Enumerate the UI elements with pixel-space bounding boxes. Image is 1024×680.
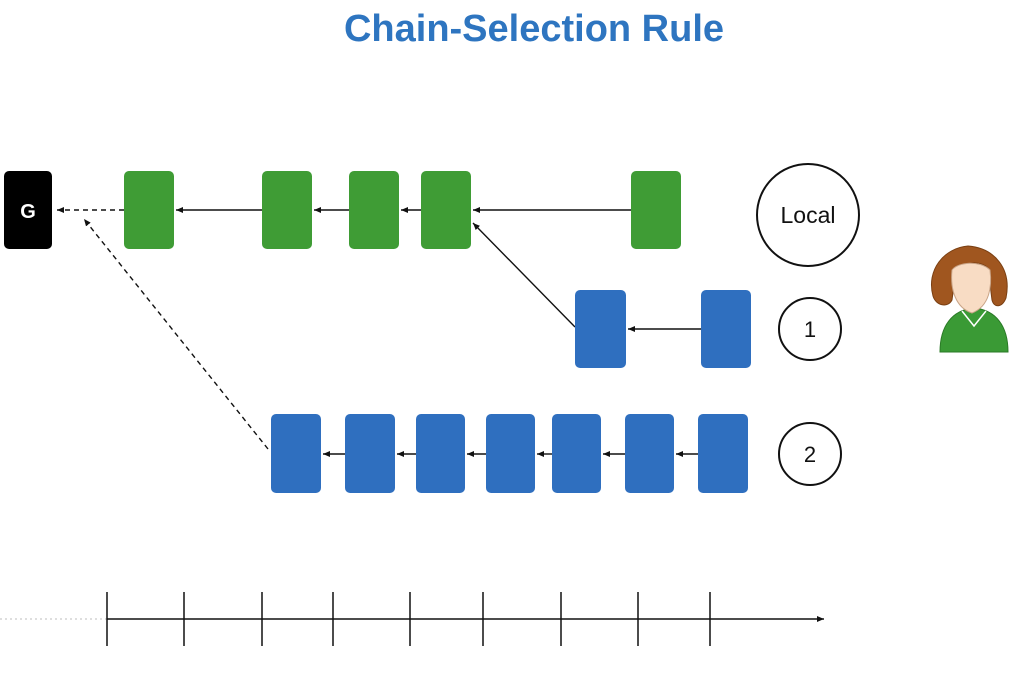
fork-2-block-4 — [486, 414, 535, 493]
local-block-1 — [124, 171, 174, 249]
chain-label-2: 2 — [778, 422, 842, 486]
chain-label-local-text: Local — [781, 202, 836, 228]
fork-2-block-6 — [625, 414, 674, 493]
local-block-5 — [631, 171, 681, 249]
genesis-label: G — [20, 201, 36, 223]
local-block-3 — [349, 171, 399, 249]
link-fork1-1-to-local-4 — [472, 222, 576, 328]
local-chain — [124, 171, 681, 249]
chain-label-1-text: 1 — [804, 317, 816, 342]
fork-1-chain — [575, 290, 751, 368]
slide-title: Chain-Selection Rule — [343, 8, 725, 50]
fork-2-chain — [271, 414, 748, 493]
chain-label-local: Local — [756, 163, 860, 267]
fork-1-links — [472, 222, 701, 332]
person-face — [951, 262, 992, 314]
genesis-block: G — [4, 171, 52, 249]
person-collar — [961, 310, 987, 328]
fork-2-block-3 — [416, 414, 465, 493]
chain-label-1: 1 — [778, 297, 842, 361]
fork-1-block-2 — [701, 290, 751, 368]
person-shirt — [939, 307, 1009, 353]
fork-2-links — [83, 218, 698, 457]
chain-label-2-text: 2 — [804, 442, 816, 467]
fork-1-block-1 — [575, 290, 626, 368]
local-block-2 — [262, 171, 312, 249]
fork-2-block-5 — [552, 414, 601, 493]
local-block-4 — [421, 171, 471, 249]
link-fork2-1-to-genesis — [83, 218, 269, 450]
person-hair — [931, 245, 1008, 307]
fork-2-block-1 — [271, 414, 321, 493]
fork-2-block-2 — [345, 414, 395, 493]
fork-2-block-7 — [698, 414, 748, 493]
timeline-axis — [0, 592, 824, 646]
person-avatar-icon — [931, 245, 1009, 353]
